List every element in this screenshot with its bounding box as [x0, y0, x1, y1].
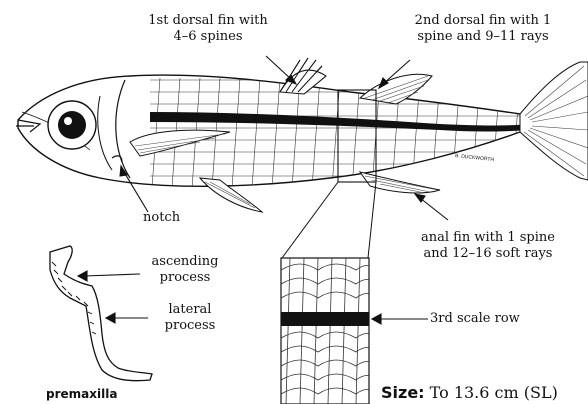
label-anal-fin: anal fin with 1 spine and 12–16 soft ray… — [400, 230, 576, 262]
eye-iris — [58, 111, 86, 139]
scale-inset — [281, 258, 378, 404]
label-lateral-line2: process — [150, 318, 230, 334]
label-second-dorsal-line2: spine and 9–11 rays — [392, 29, 574, 45]
label-lateral-line1: lateral — [150, 302, 230, 318]
label-third-scale-row: 3rd scale row — [430, 311, 520, 327]
eye-highlight — [64, 117, 72, 125]
label-first-dorsal-line1: 1st dorsal fin with — [143, 13, 273, 29]
label-anal-line2: and 12–16 soft rays — [400, 246, 576, 262]
size-caption-label: Size: — [381, 383, 425, 402]
label-notch: notch — [143, 210, 180, 226]
third-scale-row-band — [281, 312, 369, 326]
lateral-band — [150, 112, 530, 132]
label-lateral-process: lateral process — [150, 302, 230, 334]
premaxilla-bone — [50, 246, 152, 381]
label-ascending-process: ascending process — [140, 254, 230, 286]
label-anal-line1: anal fin with 1 spine — [400, 230, 576, 246]
size-caption: Size: To 13.6 cm (SL) — [381, 383, 558, 403]
label-second-dorsal-line1: 2nd dorsal fin with 1 — [392, 13, 574, 29]
size-caption-value: To 13.6 cm (SL) — [425, 383, 558, 402]
label-ascending-line2: process — [140, 270, 230, 286]
label-ascending-line1: ascending — [140, 254, 230, 270]
second-dorsal-fin — [360, 74, 432, 104]
caudal-fin — [520, 62, 588, 180]
label-first-dorsal-line2: 4–6 spines — [143, 29, 273, 45]
artist-signature: B. DUCKWORTH — [455, 153, 495, 163]
label-first-dorsal-fin: 1st dorsal fin with 4–6 spines — [143, 13, 273, 45]
label-second-dorsal-fin: 2nd dorsal fin with 1 spine and 9–11 ray… — [392, 13, 574, 45]
label-premaxilla: premaxilla — [46, 386, 117, 402]
